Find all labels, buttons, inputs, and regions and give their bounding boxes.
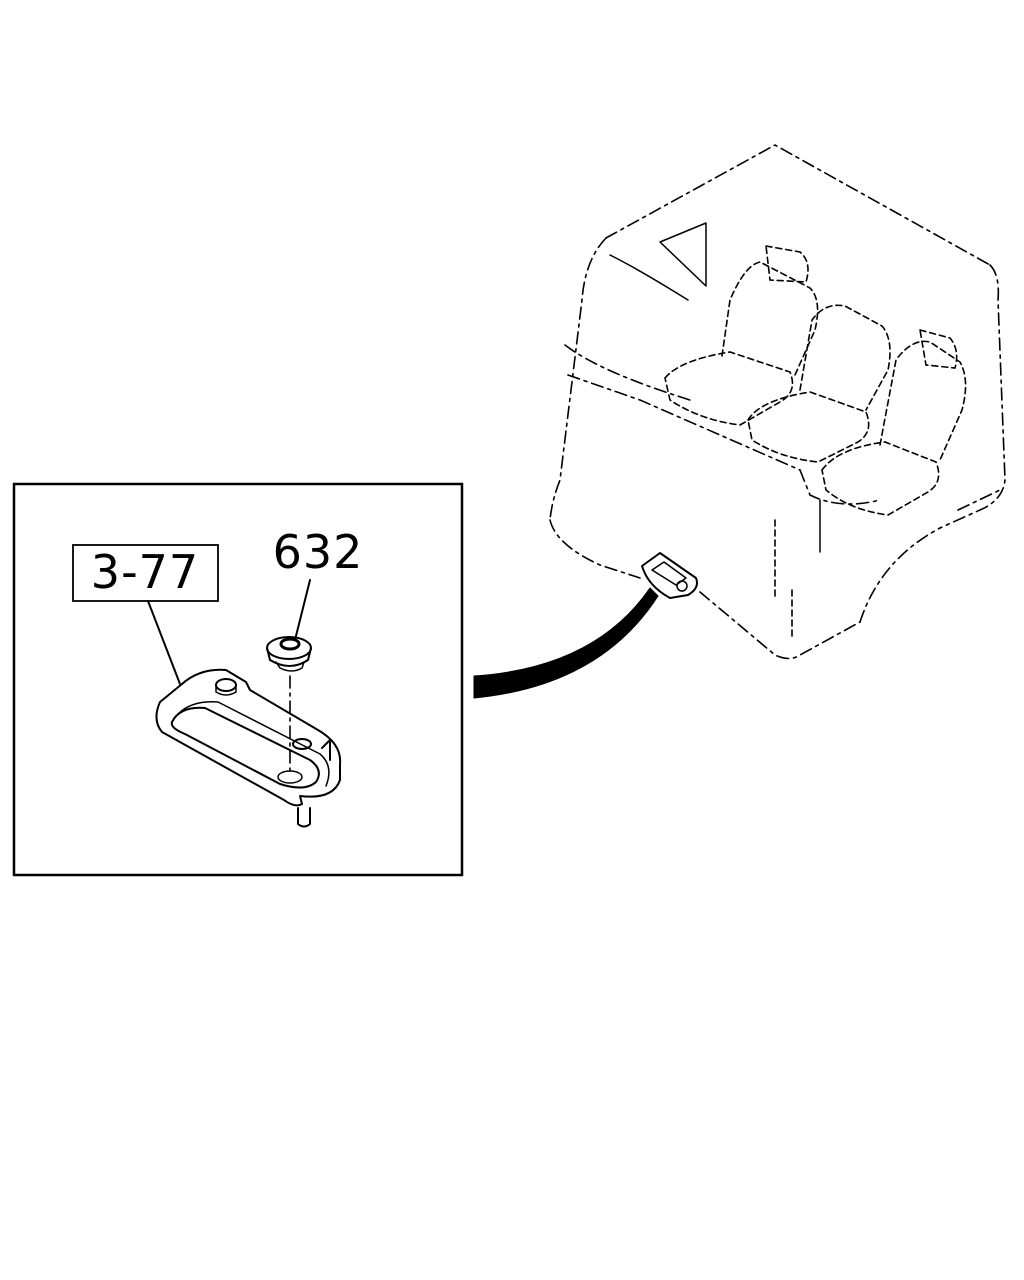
callout-part-number-label: 632 bbox=[273, 525, 364, 579]
grommet-plug bbox=[266, 636, 312, 672]
seat-left bbox=[664, 245, 819, 426]
mount-location-marker bbox=[641, 552, 698, 599]
callout-part-ref: 3-77 bbox=[72, 544, 219, 685]
seat-middle bbox=[747, 304, 891, 463]
cover-plate bbox=[155, 668, 342, 828]
callout-leader-arrow bbox=[473, 587, 659, 699]
seat-right bbox=[821, 328, 967, 516]
callout-part-number: 632 bbox=[273, 525, 364, 641]
callout-part-ref-label: 3-77 bbox=[91, 545, 199, 599]
vehicle-body-outline bbox=[549, 144, 1006, 660]
detail-inset-frame bbox=[12, 482, 464, 877]
